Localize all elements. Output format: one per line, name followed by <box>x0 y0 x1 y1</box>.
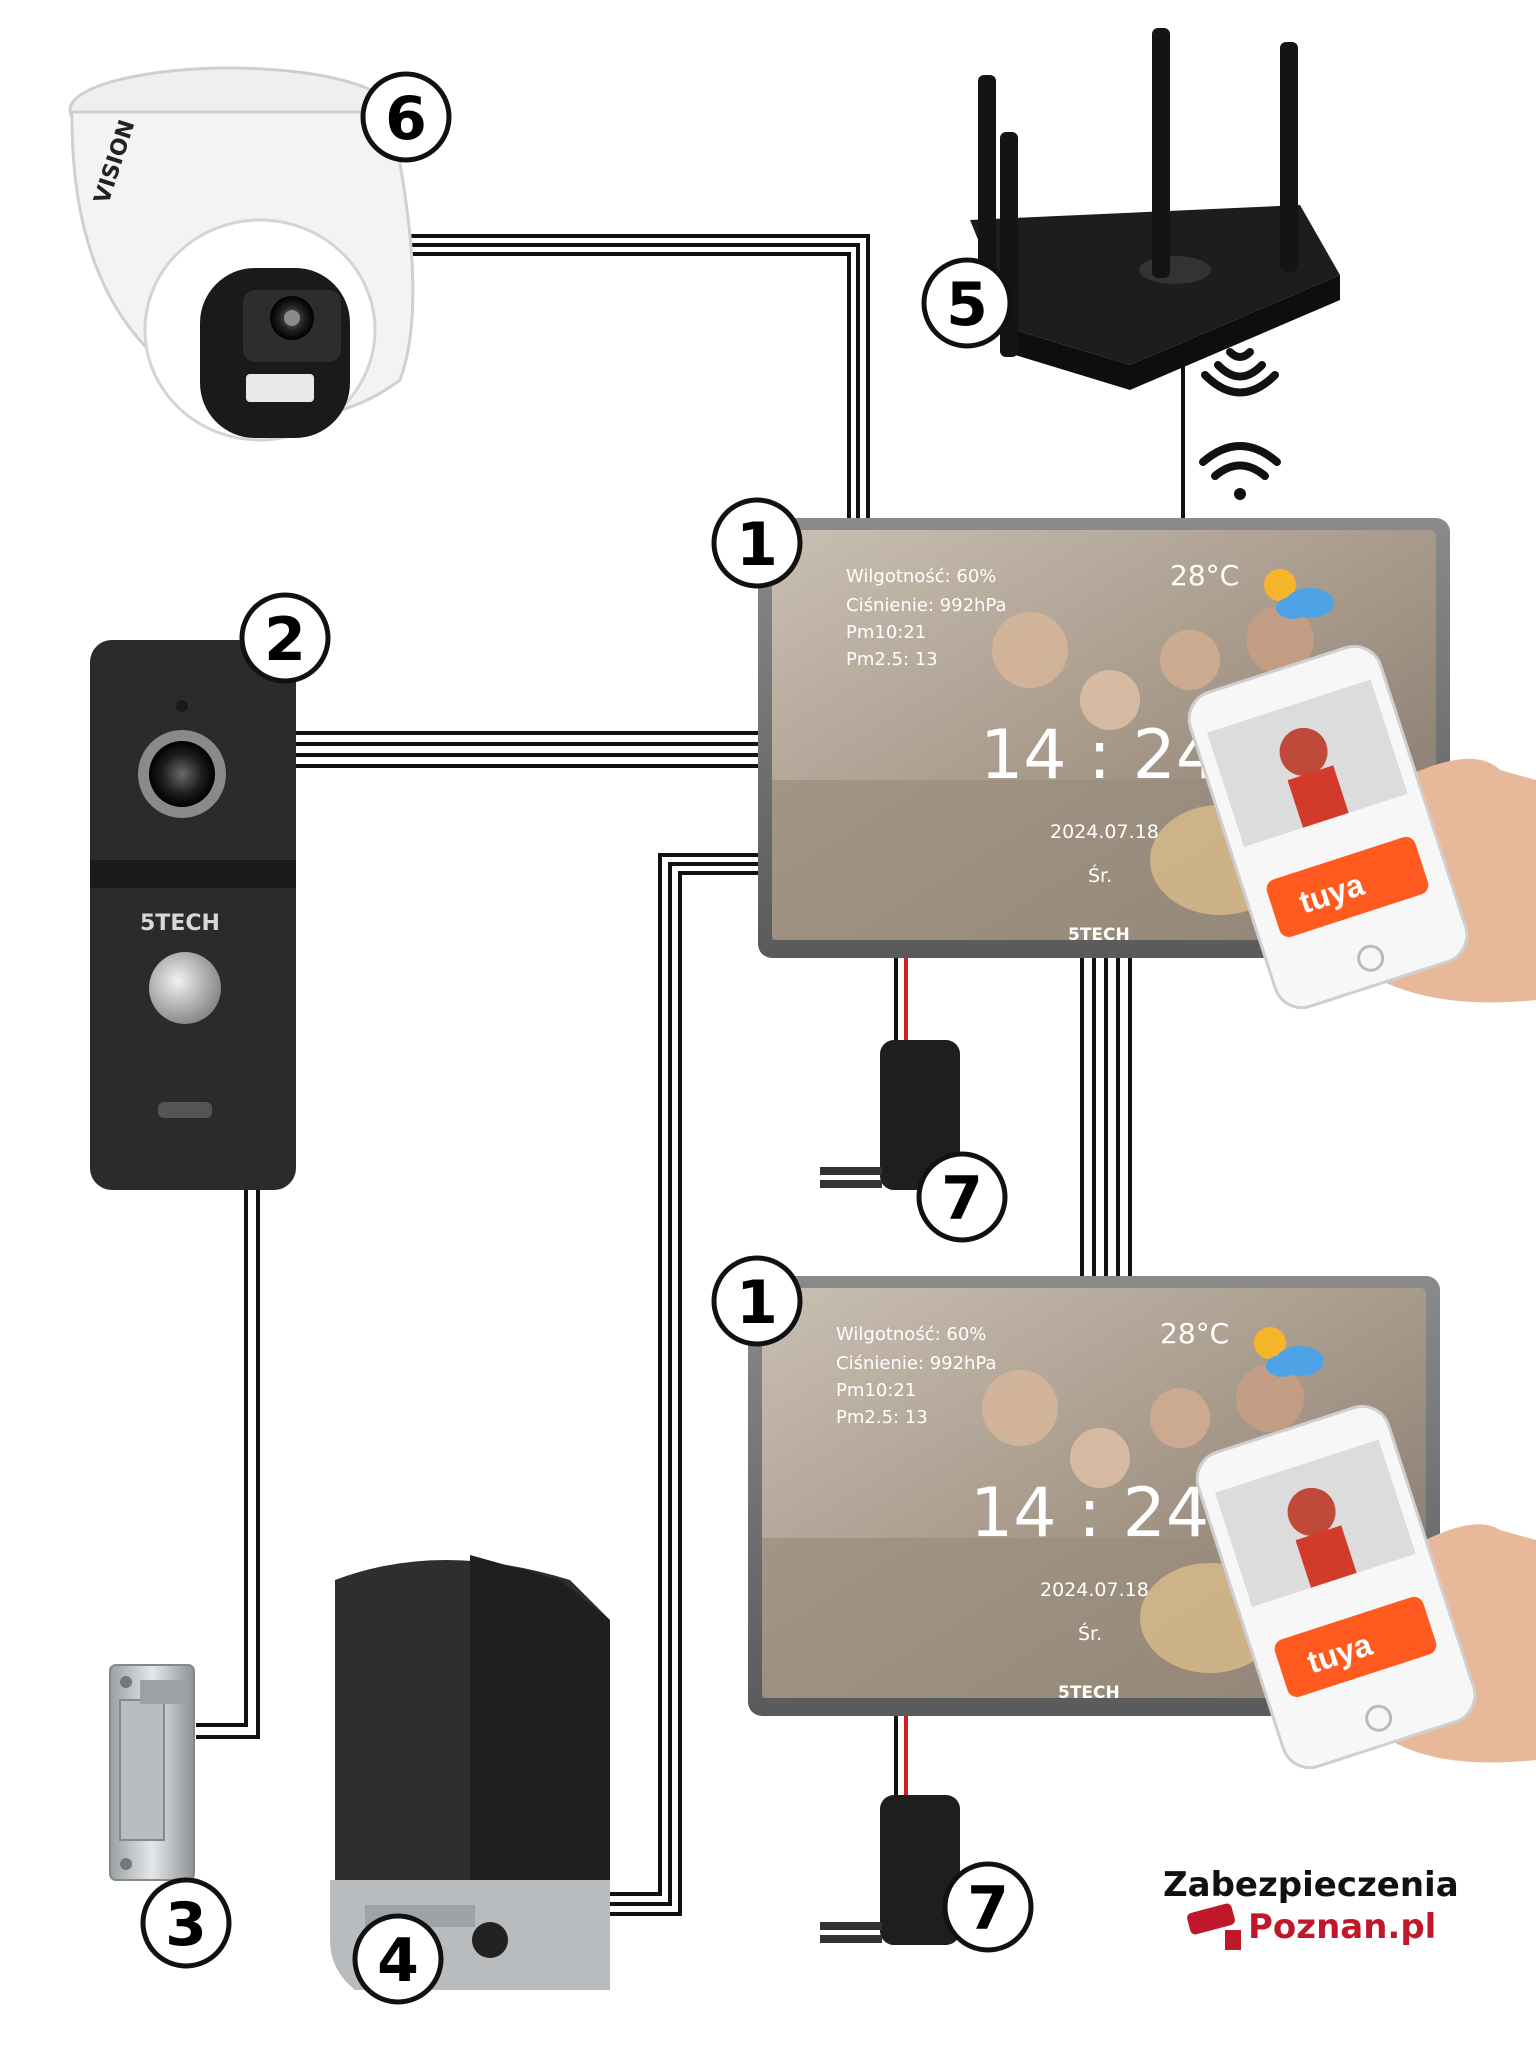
logo-line-1: Zabezpieczenia <box>1163 1865 1459 1905</box>
monitor-brand: 5TECH <box>1058 1683 1120 1703</box>
pm25-readout: Pm2.5: 13 <box>846 649 938 670</box>
monitor-bottom: Wilgotność: 60% Ciśnienie: 992hPa Pm10:2… <box>748 1276 1440 1716</box>
wire-gate-monitor <box>600 853 760 1896</box>
clock: 14 : 24 <box>980 716 1219 795</box>
temperature-readout: 28°C <box>1170 559 1239 592</box>
ip-camera: VISION <box>68 66 415 442</box>
humidity-readout: Wilgotność: 60% <box>846 566 996 587</box>
logo-line-2: Poznan.pl <box>1248 1907 1436 1947</box>
label-7-top: 7 <box>916 1151 1008 1243</box>
svg-text:7: 7 <box>941 1164 983 1234</box>
pm25-readout: Pm2.5: 13 <box>836 1407 928 1428</box>
camera-logo-icon <box>1187 1903 1241 1950</box>
door-station-brand: 5TECH <box>140 911 220 936</box>
router <box>970 28 1340 390</box>
monitor-brand: 5TECH <box>1068 925 1130 945</box>
label-4: 4 <box>352 1913 444 2005</box>
antenna-1 <box>978 75 996 295</box>
weekday-readout: Śr. <box>1088 863 1112 887</box>
clock: 14 : 24 <box>970 1474 1209 1553</box>
pressure-readout: Ciśnienie: 992hPa <box>846 595 1007 616</box>
svg-text:6: 6 <box>385 84 427 154</box>
svg-text:3: 3 <box>165 1890 207 1960</box>
brand-logo: Zabezpieczenia Poznan.pl <box>1163 1865 1459 1950</box>
smartphone-top: tuya <box>1187 644 1536 1010</box>
label-6: 6 <box>360 71 452 163</box>
weather-icon <box>1264 569 1334 619</box>
power-supply-2 <box>820 1795 960 1945</box>
door-station: 5TECH <box>90 640 296 1190</box>
svg-text:4: 4 <box>377 1926 419 1996</box>
wifi-icon <box>1199 442 1281 500</box>
svg-text:1: 1 <box>736 1268 778 1338</box>
label-5: 5 <box>921 257 1013 349</box>
weekday-readout: Śr. <box>1078 1621 1102 1645</box>
svg-text:2: 2 <box>264 605 306 675</box>
pressure-readout: Ciśnienie: 992hPa <box>836 1353 997 1374</box>
temperature-readout: 28°C <box>1160 1317 1229 1350</box>
pm10-readout: Pm10:21 <box>836 1380 916 1401</box>
weather-icon <box>1254 1327 1324 1377</box>
wifi-signal-icon <box>1201 348 1279 397</box>
antenna-3 <box>1152 28 1170 278</box>
label-3: 3 <box>140 1877 232 1969</box>
wires <box>196 234 1185 1916</box>
date-readout: 2024.07.18 <box>1040 1579 1149 1601</box>
wire-doorstation-strike <box>196 1190 248 1727</box>
svg-text:5: 5 <box>946 270 988 340</box>
label-2: 2 <box>239 592 331 684</box>
svg-text:7: 7 <box>967 1874 1009 1944</box>
call-button <box>149 952 221 1024</box>
pm10-readout: Pm10:21 <box>846 622 926 643</box>
date-readout: 2024.07.18 <box>1050 821 1159 843</box>
power-wires <box>894 958 908 1800</box>
power-supply-1 <box>820 1040 960 1190</box>
antenna-4 <box>1280 42 1298 272</box>
gate-motor <box>330 1555 610 1990</box>
svg-text:1: 1 <box>736 510 778 580</box>
humidity-readout: Wilgotność: 60% <box>836 1324 986 1345</box>
electric-strike <box>109 1664 195 1881</box>
wire-camera-monitor <box>393 234 870 525</box>
label-1-bottom: 1 <box>711 1255 803 1347</box>
label-1-top: 1 <box>711 497 803 589</box>
smartphone-bottom: tuya <box>1195 1404 1536 1770</box>
label-7-bottom: 7 <box>942 1861 1034 1953</box>
